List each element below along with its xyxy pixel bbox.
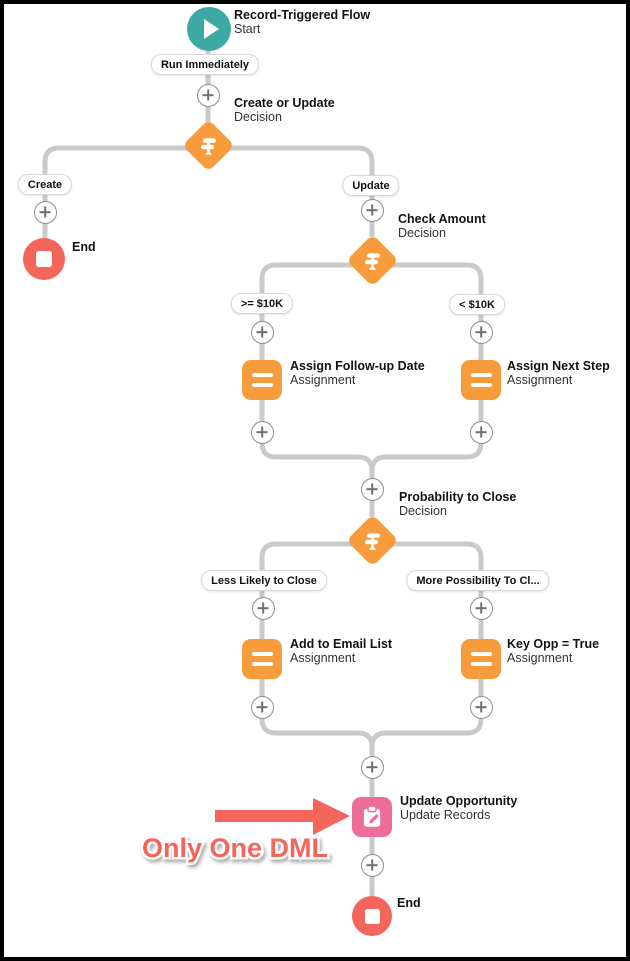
assign-key-opp-node[interactable] (461, 639, 501, 679)
branch-gte-10k-pill: >= $10K (230, 293, 294, 314)
add-element-button[interactable] (33, 200, 57, 224)
update-title: Update Opportunity (400, 794, 518, 808)
end-bottom-label: End (397, 896, 421, 910)
decision-icon (200, 137, 216, 154)
decision-create-update-label: Create or Update Decision (234, 96, 335, 124)
assignment-icon (470, 372, 492, 378)
add-element-button[interactable] (196, 83, 220, 107)
start-node[interactable] (187, 7, 231, 51)
assignment-title: Add to Email List (290, 637, 393, 651)
end-node-bottom[interactable] (352, 896, 392, 936)
annotation-arrow (215, 798, 350, 835)
annotation-text: Only One DML (140, 831, 331, 866)
branch-create-pill: Create (17, 174, 73, 195)
decision-probability-label: Probability to Close Decision (399, 490, 516, 518)
assign-follow-up-node[interactable] (242, 360, 282, 400)
update-opportunity-label: Update Opportunity Update Records (400, 794, 517, 822)
decision-icon (364, 252, 380, 269)
end-node-left[interactable] (23, 238, 65, 280)
branch-update-pill: Update (342, 175, 400, 196)
add-element-button[interactable] (469, 420, 493, 444)
end-title: End (72, 240, 96, 254)
update-records-icon (363, 805, 381, 827)
decision-subtitle: Decision (398, 226, 446, 240)
assign-email-list-label: Add to Email List Assignment (290, 637, 392, 665)
assign-key-opp-label: Key Opp = True Assignment (507, 637, 599, 665)
assignment-title: Assign Next Step (507, 359, 610, 373)
end-title: End (397, 896, 421, 910)
update-opportunity-node[interactable] (352, 797, 392, 837)
assignment-subtitle: Assignment (290, 651, 356, 665)
assign-email-list-node[interactable] (242, 639, 282, 679)
assign-next-step-node[interactable] (461, 360, 501, 400)
assign-next-step-label: Assign Next Step Assignment (507, 359, 610, 387)
add-element-button[interactable] (250, 420, 274, 444)
svg-text:Only One DML: Only One DML (142, 833, 328, 863)
decision-subtitle: Decision (399, 504, 447, 518)
add-element-button[interactable] (250, 695, 274, 719)
decision-title: Check Amount (398, 212, 486, 226)
start-subtitle: Start (234, 22, 261, 36)
assignment-icon (251, 651, 273, 657)
assignment-icon (251, 372, 273, 378)
assignment-subtitle: Assignment (290, 373, 356, 387)
add-element-button[interactable] (469, 596, 493, 620)
add-element-button[interactable] (469, 695, 493, 719)
add-element-button[interactable] (251, 596, 275, 620)
start-title: Record-Triggered Flow (234, 8, 371, 22)
play-icon (203, 19, 219, 39)
decision-check-amount-label: Check Amount Decision (398, 212, 486, 240)
decision-create-update-node[interactable] (181, 118, 235, 172)
add-element-button[interactable] (360, 198, 384, 222)
add-element-button[interactable] (360, 853, 384, 877)
decision-subtitle: Decision (234, 110, 282, 124)
assign-follow-up-label: Assign Follow-up Date Assignment (290, 359, 425, 387)
decision-icon (364, 532, 380, 549)
stop-icon (364, 908, 380, 924)
assignment-icon (470, 651, 492, 657)
decision-check-amount-node[interactable] (345, 233, 399, 287)
end-left-label: End (72, 240, 96, 254)
decision-title: Probability to Close (399, 490, 517, 504)
start-node-label: Record-Triggered Flow Start (234, 8, 370, 36)
decision-probability-node[interactable] (345, 513, 399, 567)
add-element-button[interactable] (360, 477, 384, 501)
stop-icon (36, 251, 52, 267)
assignment-title: Key Opp = True (507, 637, 600, 651)
branch-less-likely-pill: Less Likely to Close (201, 570, 327, 591)
assignment-subtitle: Assignment (507, 373, 573, 387)
branch-more-possibility-pill: More Possibility To Cl... (406, 570, 550, 591)
add-element-button[interactable] (250, 320, 274, 344)
assignment-subtitle: Assignment (507, 651, 573, 665)
add-element-button[interactable] (469, 320, 493, 344)
decision-title: Create or Update (234, 96, 335, 110)
run-immediately-pill: Run Immediately (150, 54, 260, 75)
add-element-button[interactable] (360, 755, 384, 779)
branch-lt-10k-pill: < $10K (449, 294, 505, 315)
assignment-title: Assign Follow-up Date (290, 359, 425, 373)
update-subtitle: Update Records (400, 808, 491, 822)
